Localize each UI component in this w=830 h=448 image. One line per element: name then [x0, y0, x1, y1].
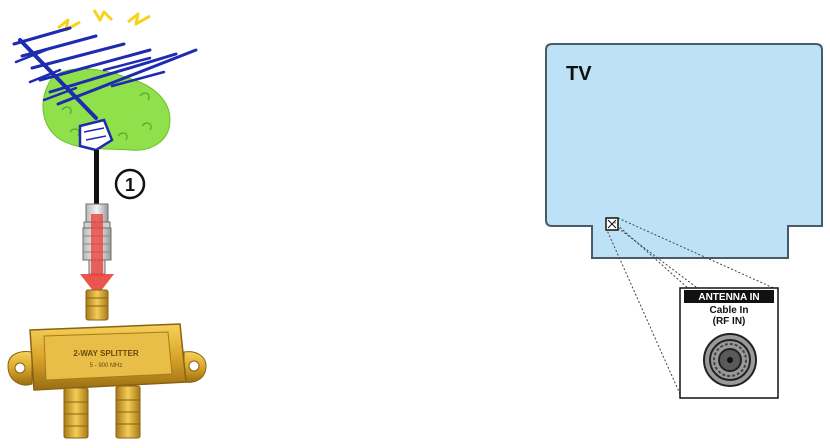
splitter-label-line1: 2-WAY SPLITTER	[73, 349, 139, 358]
splitter-label-line2: 5 - 900 MHz	[90, 363, 123, 369]
step-marker-1: 1	[114, 168, 146, 200]
splitter-illustration: 2-WAY SPLITTER 5 - 900 MHz	[7, 289, 207, 439]
port-line2: (RF IN)	[713, 316, 746, 327]
antenna-illustration	[12, 9, 198, 152]
step-marker-label: 1	[125, 175, 135, 195]
zoom-callout-lines	[605, 217, 779, 395]
port-header: ANTENNA IN	[698, 292, 759, 303]
coax-jack-icon	[703, 333, 757, 387]
signal-sparks-icon	[57, 9, 151, 32]
tv-back-panel: TV	[545, 43, 823, 259]
blob-swirls	[61, 92, 152, 141]
tv-label: TV	[566, 63, 592, 85]
antenna-mast-clamp	[78, 118, 114, 152]
down-arrow-icon	[80, 214, 114, 296]
port-line1: Cable In	[710, 305, 749, 316]
antenna-elements-icon	[12, 26, 198, 120]
antenna-in-panel: ANTENNA IN Cable In (RF IN)	[679, 287, 779, 399]
coax-cable	[94, 150, 99, 206]
